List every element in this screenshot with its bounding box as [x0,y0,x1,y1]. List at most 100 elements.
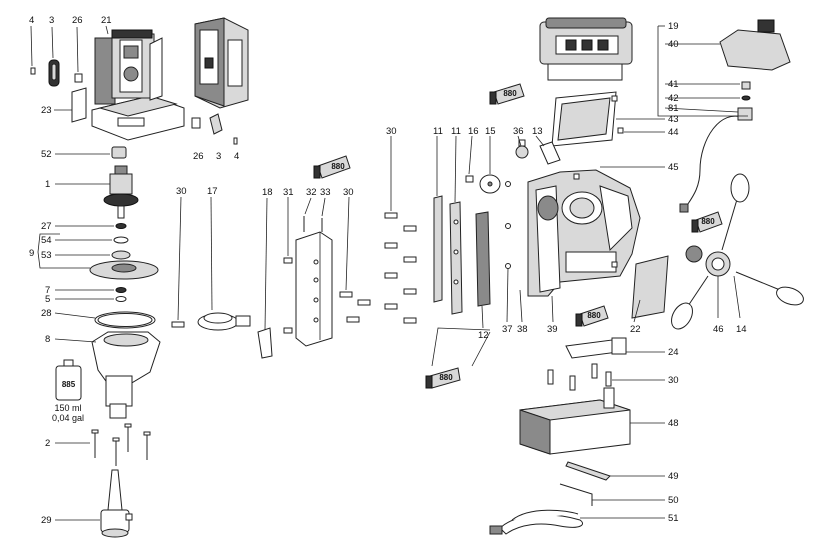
callout-32: 32 [306,187,317,198]
cover-22 [631,255,669,319]
gear-housing-8 [91,331,161,419]
callout-4-topleft: 4 [29,15,34,26]
callout-51: 51 [668,513,679,524]
cap-3-mid [209,113,223,135]
battery-housing-21 [91,29,185,141]
callout-43: 43 [668,114,679,125]
screw-31 [283,257,293,264]
gib-11a [433,195,443,303]
callout-46: 46 [713,324,724,335]
callout-45: 45 [668,162,679,173]
gib-11b [449,201,463,315]
callout-27: 27 [41,221,52,232]
knob-36 [515,139,529,159]
callout-12: 12 [478,330,489,341]
grease-tag-right-mid: 880 [587,311,601,320]
armature-1 [103,165,139,219]
callout-11a: 11 [433,126,443,137]
callout-54: 54 [41,235,52,246]
screw-4-mid [233,137,238,145]
oil-volume-gal: 0,04 gal [52,413,84,423]
bearing-52 [111,146,127,159]
washer-42 [741,95,751,101]
battery-pack [194,17,249,109]
screws-30-column [384,212,417,324]
callout-23: 23 [41,105,52,116]
callout-19: 19 [668,21,679,32]
callout-21: 21 [101,15,112,26]
callout-42: 42 [668,93,679,104]
callout-4-mid: 4 [234,151,239,162]
cover-23 [71,87,87,123]
callout-18: 18 [262,187,273,198]
oil-bottle-885: 885 150 ml 0,04 gal [52,359,84,423]
screw-30-mid-small [283,327,293,334]
disc-15 [479,174,501,194]
callout-48: 48 [668,418,679,429]
o-ring-28 [94,311,156,329]
callout-38: 38 [517,324,528,335]
callout-26-mid: 26 [193,151,204,162]
grease-tube-center: 880 [313,155,351,179]
screws-2 [91,423,151,466]
callout-30-left: 30 [176,186,187,197]
arbor-29 [100,469,133,538]
clip-26-mid [191,117,201,129]
cap-3-topleft [48,59,60,87]
callout-numbers: 4 3 26 21 23 52 1 27 54 9 53 7 5 28 8 2 … [29,15,747,526]
callout-5: 5 [45,294,50,305]
grease-tube-top: 880 [489,83,525,105]
callout-3-mid: 3 [216,151,221,162]
grease-tag: 880 [331,162,345,171]
callout-11b: 11 [451,126,461,137]
callout-52: 52 [41,149,52,160]
callout-30-center: 30 [343,187,354,198]
slide-plate [295,231,333,347]
callout-40: 40 [668,39,679,50]
callout-16: 16 [468,126,479,137]
hex-key-50 [559,483,593,506]
switch-plate-43 [551,91,624,147]
callout-3-topleft: 3 [49,15,54,26]
callout-53: 53 [41,250,52,261]
washer-54 [113,236,129,244]
screw-30-center [339,291,371,323]
callout-30-column: 30 [386,126,397,137]
screw-4-topleft [30,67,36,75]
callout-36: 36 [513,126,524,137]
clip-26-topleft [74,73,83,83]
callout-24: 24 [668,347,679,358]
hub-46 [685,245,731,277]
coolant-hose-81 [679,107,753,213]
washer-5 [115,296,127,302]
callout-26-topleft: 26 [72,15,83,26]
callout-8: 8 [45,334,50,345]
safety-strap-51 [489,509,583,535]
pins-30-right [547,363,612,391]
callout-2: 2 [45,438,50,449]
bracket-18 [257,327,273,359]
lever-13 [539,141,561,165]
bearing-53 [111,250,131,260]
magnet-body-39 [527,169,641,297]
cover-40 [719,19,791,71]
capstan-handles-14 [671,173,804,330]
magnet-base-48 [519,387,631,455]
callout-22: 22 [630,324,641,335]
gear-plate-9 [89,260,159,280]
grease-tag-handle: 880 [701,217,715,226]
screw-30-left [171,321,185,328]
nut-41 [741,81,751,90]
ring-7 [115,287,127,293]
callout-49: 49 [668,471,679,482]
callout-31: 31 [283,187,294,198]
grease-tube-right-mid: 880 [575,305,609,327]
grease-tube-lower-left: 880 [425,367,461,389]
battery-pack-right [539,17,633,81]
oil-bottle-label: 885 [62,380,76,389]
oil-volume-ml: 150 ml [54,403,81,413]
callout-33: 33 [320,187,331,198]
callout-50: 50 [668,495,679,506]
callout-13: 13 [532,126,543,137]
